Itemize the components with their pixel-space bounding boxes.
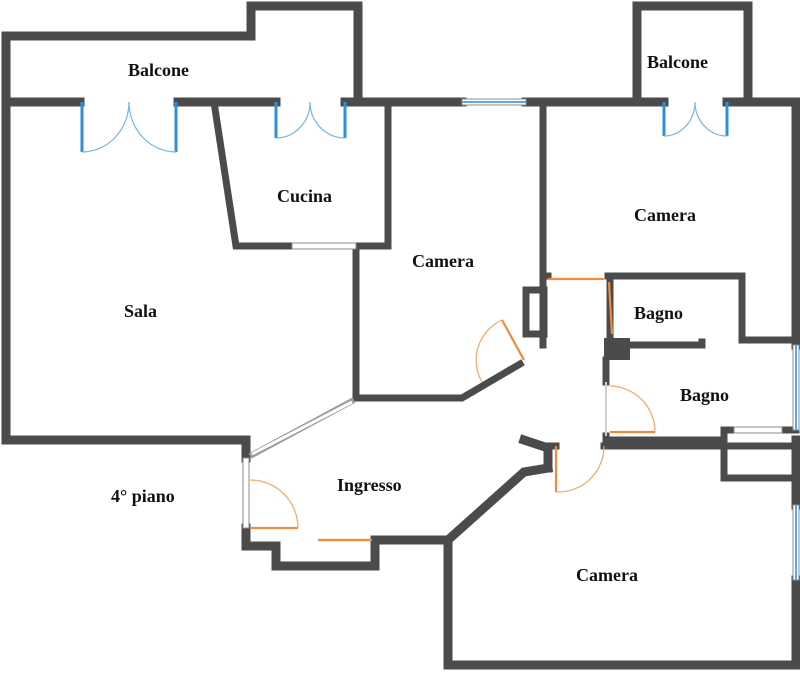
bagno-lower-wall bbox=[720, 426, 800, 482]
diagonal-wall bbox=[441, 462, 554, 547]
interior-walls bbox=[210, 98, 800, 482]
label-bagno-upper: Bagno bbox=[634, 303, 683, 323]
door-swing-arc bbox=[694, 101, 728, 137]
sala-outer-wall bbox=[1, 97, 251, 463]
door-swing-arc bbox=[275, 101, 311, 139]
bagno-lower-wall bbox=[602, 432, 728, 444]
label-camera-bottom: Camera bbox=[576, 565, 638, 585]
door-swing-arc bbox=[475, 319, 503, 383]
balcony-right-wall bbox=[632, 1, 753, 107]
window bbox=[242, 457, 250, 529]
bagno-upper-wall bbox=[604, 272, 800, 344]
camera-middle-wall bbox=[352, 359, 525, 402]
door-swing-arc bbox=[309, 101, 346, 139]
room-labels: Balcone Balcone Cucina Camera Camera Sal… bbox=[111, 52, 729, 585]
label-balcone-left: Balcone bbox=[128, 60, 189, 80]
pillar bbox=[522, 286, 548, 338]
door-swing-arc bbox=[555, 445, 605, 493]
camera-bottom-outer-wall bbox=[443, 535, 800, 670]
pillar-wall bbox=[518, 434, 553, 473]
door-swing-arc bbox=[128, 101, 177, 153]
door-swing-arc bbox=[249, 479, 299, 529]
cucina-wall bbox=[210, 98, 296, 250]
label-camera-top-middle: Camera bbox=[412, 251, 474, 271]
label-ingresso: Ingresso bbox=[337, 475, 402, 495]
glass-partition-inner bbox=[251, 400, 353, 456]
label-camera-top-right: Camera bbox=[634, 205, 696, 225]
label-bagno-lower: Bagno bbox=[680, 385, 729, 405]
windows bbox=[242, 98, 800, 581]
ingresso-lower-wall bbox=[241, 523, 453, 571]
balcony-left-wall bbox=[1, 1, 363, 107]
label-cucina: Cucina bbox=[277, 186, 332, 206]
label-balcone-right: Balcone bbox=[647, 52, 708, 72]
door-swing-arc bbox=[663, 101, 696, 137]
label-floor: 4° piano bbox=[111, 486, 175, 506]
door-swing-arc bbox=[609, 385, 656, 433]
shaft-block bbox=[604, 338, 630, 360]
door-leaf bbox=[501, 319, 525, 361]
door-swing-arc bbox=[81, 101, 130, 153]
window bbox=[291, 242, 357, 250]
label-sala: Sala bbox=[124, 301, 157, 321]
balcony-doors bbox=[80, 101, 729, 153]
interior-doors bbox=[249, 277, 656, 542]
door-leaf bbox=[607, 281, 614, 335]
window bbox=[733, 426, 783, 434]
